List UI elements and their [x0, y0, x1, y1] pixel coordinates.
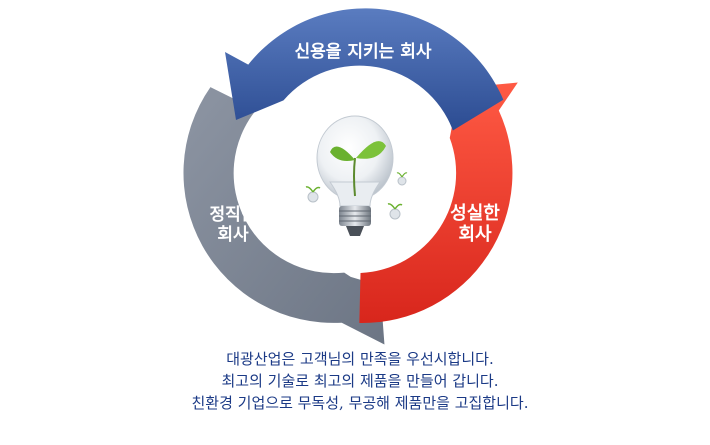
left-label-line1: 정직한 — [209, 205, 257, 225]
lightbulb-sprout-icon — [305, 115, 408, 236]
right-segment-label: 성실한 회사 — [425, 203, 525, 245]
top-segment-label: 신용을 지키는 회사 — [294, 42, 432, 62]
right-label-line2: 회사 — [458, 224, 492, 246]
red-arrow-segment — [359, 82, 518, 323]
caption-line-2: 최고의 기술로 최고의 제품을 만들어 갑니다. — [221, 372, 499, 390]
blue-arrow-segment — [225, 8, 504, 131]
left-segment-label: 정직한 회사 — [188, 205, 278, 245]
company-caption: 대광산업은 고객님의 만족을 우선시합니다. 최고의 기술로 최고의 제품을 만… — [120, 348, 600, 414]
gray-arrow-segment — [183, 87, 385, 345]
right-label-line1: 성실한 — [450, 203, 500, 224]
left-label-line2: 회사 — [217, 225, 249, 246]
caption-line-3: 친환경 기업으로 무독성, 무공해 제품만을 고집합니다. — [191, 394, 529, 412]
caption-line-1: 대광산업은 고객님의 만족을 우선시합니다. — [226, 350, 494, 368]
